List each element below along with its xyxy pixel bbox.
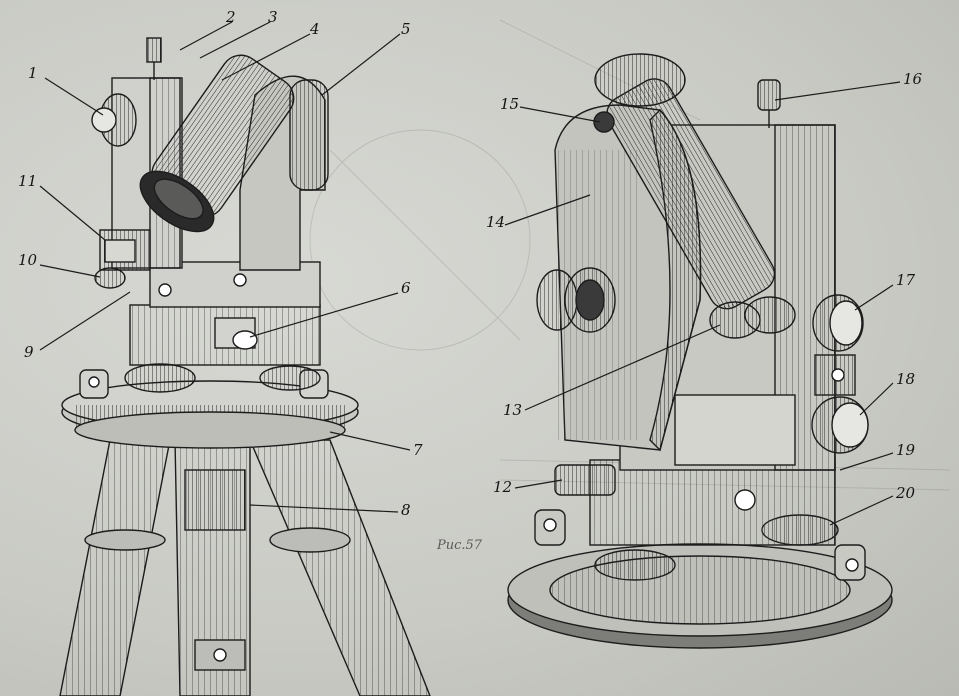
callout-9: 9: [24, 343, 34, 361]
callout-4: 4: [310, 20, 320, 38]
right-theodolite: [507, 53, 893, 649]
callout-20: 20: [896, 484, 916, 502]
callout-18: 18: [896, 370, 916, 388]
callout-19: 19: [896, 441, 916, 459]
leader-lines: [39, 21, 901, 526]
callout-6: 6: [401, 279, 411, 297]
callout-14: 14: [486, 213, 506, 231]
callout-13: 13: [503, 401, 523, 419]
callout-10: 10: [18, 251, 38, 269]
left-theodolite: [59, 37, 431, 696]
callout-16: 16: [903, 70, 923, 88]
callout-1: 1: [28, 64, 38, 82]
callout-15: 15: [500, 95, 520, 113]
callout-2: 2: [226, 8, 236, 26]
callout-3: 3: [268, 8, 278, 26]
callout-8: 8: [401, 501, 411, 519]
callout-12: 12: [493, 478, 513, 496]
callout-7: 7: [413, 441, 423, 459]
figure-caption: Рис.57: [437, 538, 483, 553]
callout-5: 5: [401, 20, 411, 38]
callout-11: 11: [18, 172, 38, 190]
callout-17: 17: [896, 271, 916, 289]
